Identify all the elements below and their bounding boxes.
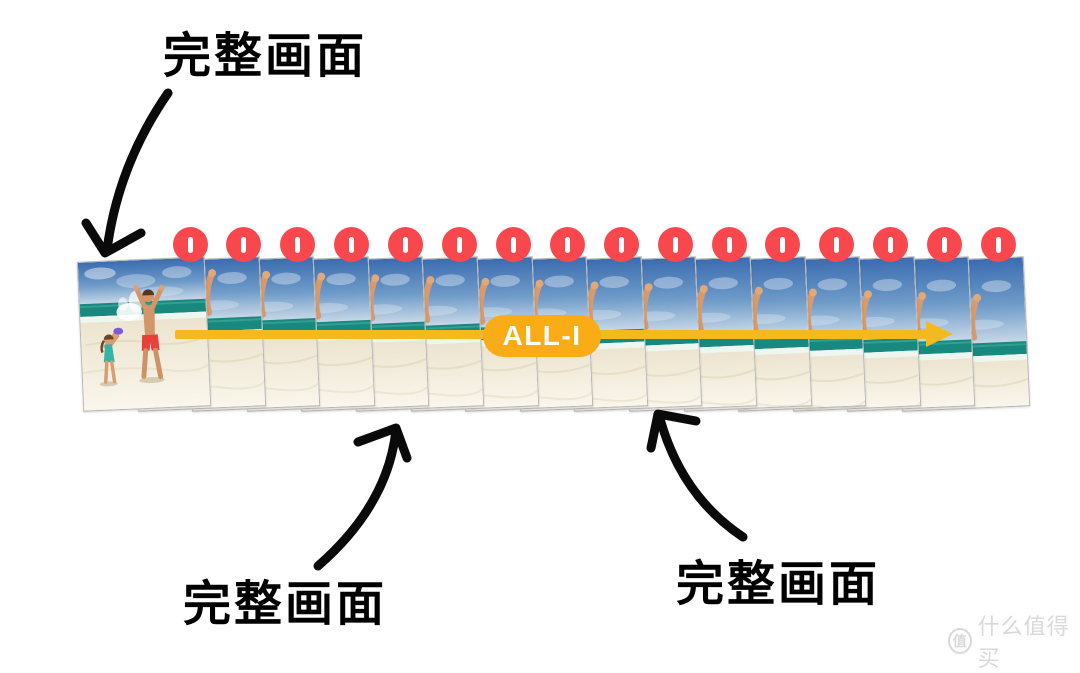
i-frame-badge [603, 227, 639, 262]
all-i-diagram-canvas: { "labels": { "top": "完整画面", "bottom_lef… [76, 30, 1069, 671]
frame-scene [77, 257, 211, 411]
i-letter-bar-icon [241, 236, 247, 253]
i-frame-badge [765, 227, 801, 262]
i-letter-bar-icon [457, 236, 462, 253]
timeline-arrowhead-icon [926, 321, 953, 347]
i-letter-bar-icon [564, 236, 570, 253]
i-frame-badge [172, 227, 208, 262]
i-frame-badge [280, 227, 316, 262]
i-frame-badge [927, 227, 963, 262]
frames-layer [76, 256, 1031, 412]
i-letter-bar-icon [618, 236, 624, 253]
i-frame-badge [388, 227, 424, 262]
i-letter-bar-icon [403, 236, 409, 253]
label-complete-picture-top: 完整画面 [163, 30, 368, 83]
i-frame-badge [657, 227, 693, 262]
i-frame-badge [819, 227, 855, 262]
i-frame-badge [711, 227, 747, 262]
i-frame-badge [442, 227, 477, 262]
i-letter-bar-icon [295, 236, 301, 253]
i-frame-badge [549, 227, 585, 262]
i-frame-badge [334, 227, 370, 262]
i-letter-bar-icon [780, 236, 786, 253]
i-letter-bar-icon [187, 236, 193, 253]
i-letter-bar-icon [996, 236, 1001, 253]
i-letter-bar-icon [942, 236, 948, 253]
i-letter-bar-icon [510, 236, 516, 253]
i-letter-bar-icon [672, 236, 678, 253]
i-letter-bar-icon [349, 236, 355, 253]
i-letter-bar-icon [726, 236, 732, 253]
i-frame-badge [226, 227, 262, 262]
i-letter-bar-icon [888, 236, 894, 253]
i-letter-bar-icon [834, 236, 840, 253]
i-frame-badge [873, 227, 909, 262]
video-frame [76, 256, 212, 412]
i-frame-badge [495, 227, 531, 262]
label-complete-picture-bottom-left: 完整画面 [183, 578, 388, 631]
label-complete-picture-bottom-right: 完整画面 [676, 558, 881, 611]
badges-layer [172, 227, 1016, 262]
all-i-pill: ALL-I [483, 315, 601, 357]
i-frame-badge [981, 227, 1016, 262]
